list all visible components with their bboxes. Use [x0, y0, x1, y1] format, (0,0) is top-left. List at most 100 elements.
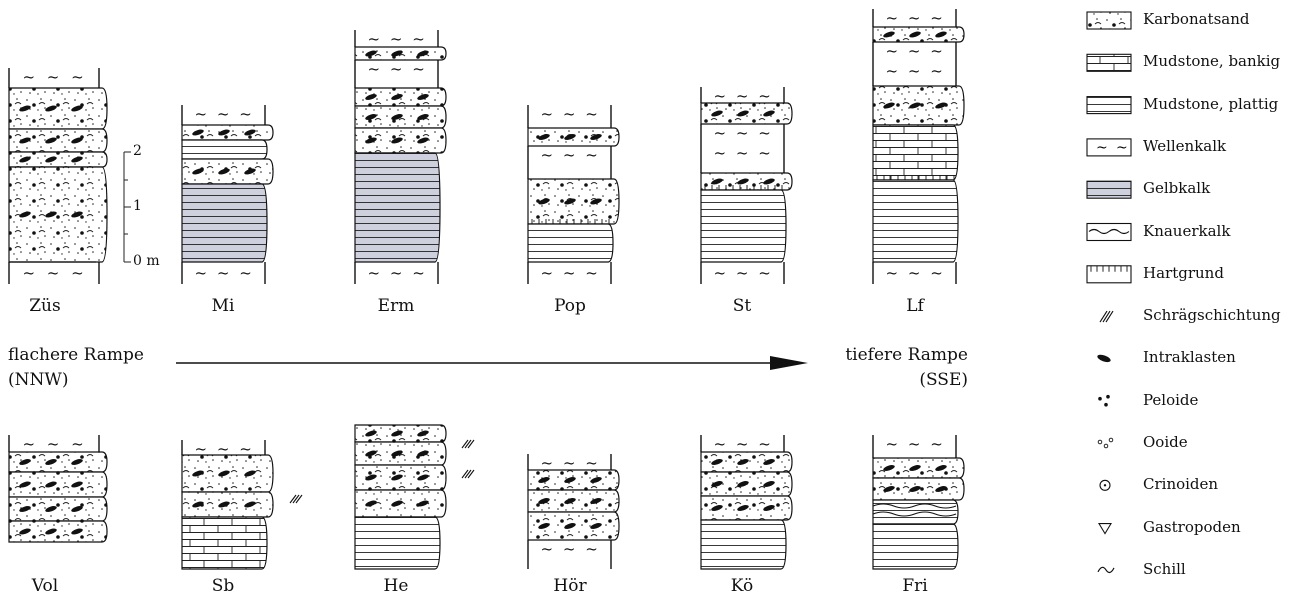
- svg-text:~: ~: [71, 435, 84, 453]
- legend-label-schill: Schill: [1143, 559, 1186, 578]
- svg-text:~: ~: [563, 105, 576, 123]
- scale-label-2: 2: [133, 143, 142, 159]
- svg-text:~: ~: [585, 540, 598, 558]
- svg-text:~: ~: [540, 105, 553, 123]
- svg-text:~: ~: [908, 264, 921, 282]
- legend-label-karb: Karbonatsand: [1143, 10, 1250, 28]
- scale-label-0m: 0 m: [133, 253, 160, 269]
- legend-icon-gastro: [1098, 523, 1112, 535]
- svg-text:~: ~: [540, 146, 553, 164]
- svg-text:~: ~: [758, 435, 771, 453]
- layer-mud_p: [700, 519, 787, 570]
- section-Vol: ~ ~ ~: [8, 435, 108, 543]
- section-label-Fri: Fri: [902, 576, 928, 596]
- svg-text:~: ~: [758, 124, 771, 142]
- svg-text:~: ~: [563, 454, 576, 472]
- section-Mi: ~~~~~~: [181, 105, 274, 284]
- svg-text:~: ~: [540, 264, 553, 282]
- layer-gelb: [181, 183, 268, 263]
- svg-text:~: ~: [412, 264, 425, 282]
- layer-mud_p: [527, 223, 614, 263]
- layer-mud_p: [354, 516, 441, 570]
- svg-text:~: ~: [367, 264, 380, 282]
- legend-icon-mud_p: [1086, 96, 1132, 115]
- svg-text:~: ~: [736, 435, 749, 453]
- svg-text:~: ~: [908, 9, 921, 27]
- svg-text:~: ~: [390, 30, 403, 48]
- legend-icons: ~~: [1086, 11, 1132, 574]
- layer-karb: [8, 166, 108, 263]
- svg-text:~: ~: [736, 144, 749, 162]
- layer-karb: [8, 520, 108, 543]
- svg-text:~: ~: [540, 540, 553, 558]
- arrow-left-label: flachere Rampe: [8, 345, 144, 365]
- section-Lf: ~~~~~~~~~~~~: [872, 9, 965, 284]
- arrow-right-label: tiefere Rampe: [845, 345, 968, 365]
- svg-text:~: ~: [47, 435, 60, 453]
- svg-text:~: ~: [585, 146, 598, 164]
- section-label-Kö: Kö: [730, 576, 754, 596]
- legend-icon-knauer: [1086, 222, 1132, 242]
- legend-label-intra: Intraklasten: [1143, 348, 1236, 367]
- svg-text:~: ~: [885, 62, 898, 80]
- svg-text:~: ~: [23, 264, 36, 282]
- section-label-Vol: Vol: [31, 576, 59, 596]
- svg-text:~: ~: [239, 105, 252, 123]
- layer-mud_b: [872, 124, 959, 181]
- svg-text:~: ~: [713, 124, 726, 142]
- svg-text:~: ~: [47, 68, 60, 86]
- svg-text:~: ~: [540, 454, 553, 472]
- svg-text:~: ~: [390, 264, 403, 282]
- section-label-St: St: [732, 296, 752, 316]
- svg-text:~: ~: [713, 264, 726, 282]
- section-label-Mi: Mi: [211, 296, 235, 316]
- svg-text:~: ~: [194, 105, 207, 123]
- legend-label-mud_p: Mudstone, plattig: [1143, 94, 1279, 113]
- svg-text:~: ~: [930, 42, 943, 60]
- scale-label-1: 1: [133, 198, 142, 214]
- svg-text:~: ~: [71, 68, 84, 86]
- section-Kö: ~ ~ ~: [700, 435, 793, 570]
- section-label-He: He: [383, 576, 409, 596]
- section-Sb: ~~~: [181, 440, 274, 570]
- section-label-Pop: Pop: [554, 296, 586, 316]
- legend-icon-pel: [1098, 394, 1110, 407]
- legend-label-hart: Hartgrund: [1143, 263, 1224, 282]
- layer-gelb: [354, 152, 441, 263]
- section-label-Sb: Sb: [211, 576, 235, 596]
- legend-icon-intra: [1097, 354, 1111, 363]
- cross-bedding-mark: [461, 469, 475, 479]
- section-Pop: ~~~~~~~~~: [527, 105, 620, 284]
- svg-text:~: ~: [930, 62, 943, 80]
- svg-text:~: ~: [908, 62, 921, 80]
- svg-text:~: ~: [412, 30, 425, 48]
- svg-text:~: ~: [908, 42, 921, 60]
- svg-text:~: ~: [930, 264, 943, 282]
- svg-text:~: ~: [71, 264, 84, 282]
- legend-label-mud_b: Mudstone, bankig: [1143, 52, 1281, 71]
- legend-label-gelb: Gelbkalk: [1143, 179, 1211, 198]
- svg-text:~: ~: [885, 264, 898, 282]
- legend-icon-gelb: [1086, 180, 1132, 199]
- section-He: [354, 424, 447, 570]
- legend-label-pel: Peloide: [1143, 390, 1199, 409]
- legend-icon-mud_b: [1086, 53, 1132, 72]
- svg-text:~: ~: [930, 9, 943, 27]
- layer-mud_p: [181, 139, 268, 160]
- section-Fri: ~~~: [872, 435, 965, 570]
- svg-text:~: ~: [585, 264, 598, 282]
- svg-text:~: ~: [23, 435, 36, 453]
- svg-text:~: ~: [758, 144, 771, 162]
- layer-mud_p: [872, 523, 959, 570]
- svg-text:~: ~: [390, 60, 403, 78]
- svg-text:~: ~: [713, 87, 726, 105]
- svg-text:~: ~: [930, 435, 943, 453]
- legend-label-wellen: Wellenkalk: [1143, 136, 1227, 155]
- section-St: ~~~~~~~~~~~~: [700, 87, 793, 284]
- svg-text:~: ~: [713, 435, 726, 453]
- svg-text:~: ~: [367, 30, 380, 48]
- legend-icon-crin: [1099, 479, 1111, 491]
- svg-text:~: ~: [585, 454, 598, 472]
- section-Züs: ~~~~~~: [8, 68, 108, 284]
